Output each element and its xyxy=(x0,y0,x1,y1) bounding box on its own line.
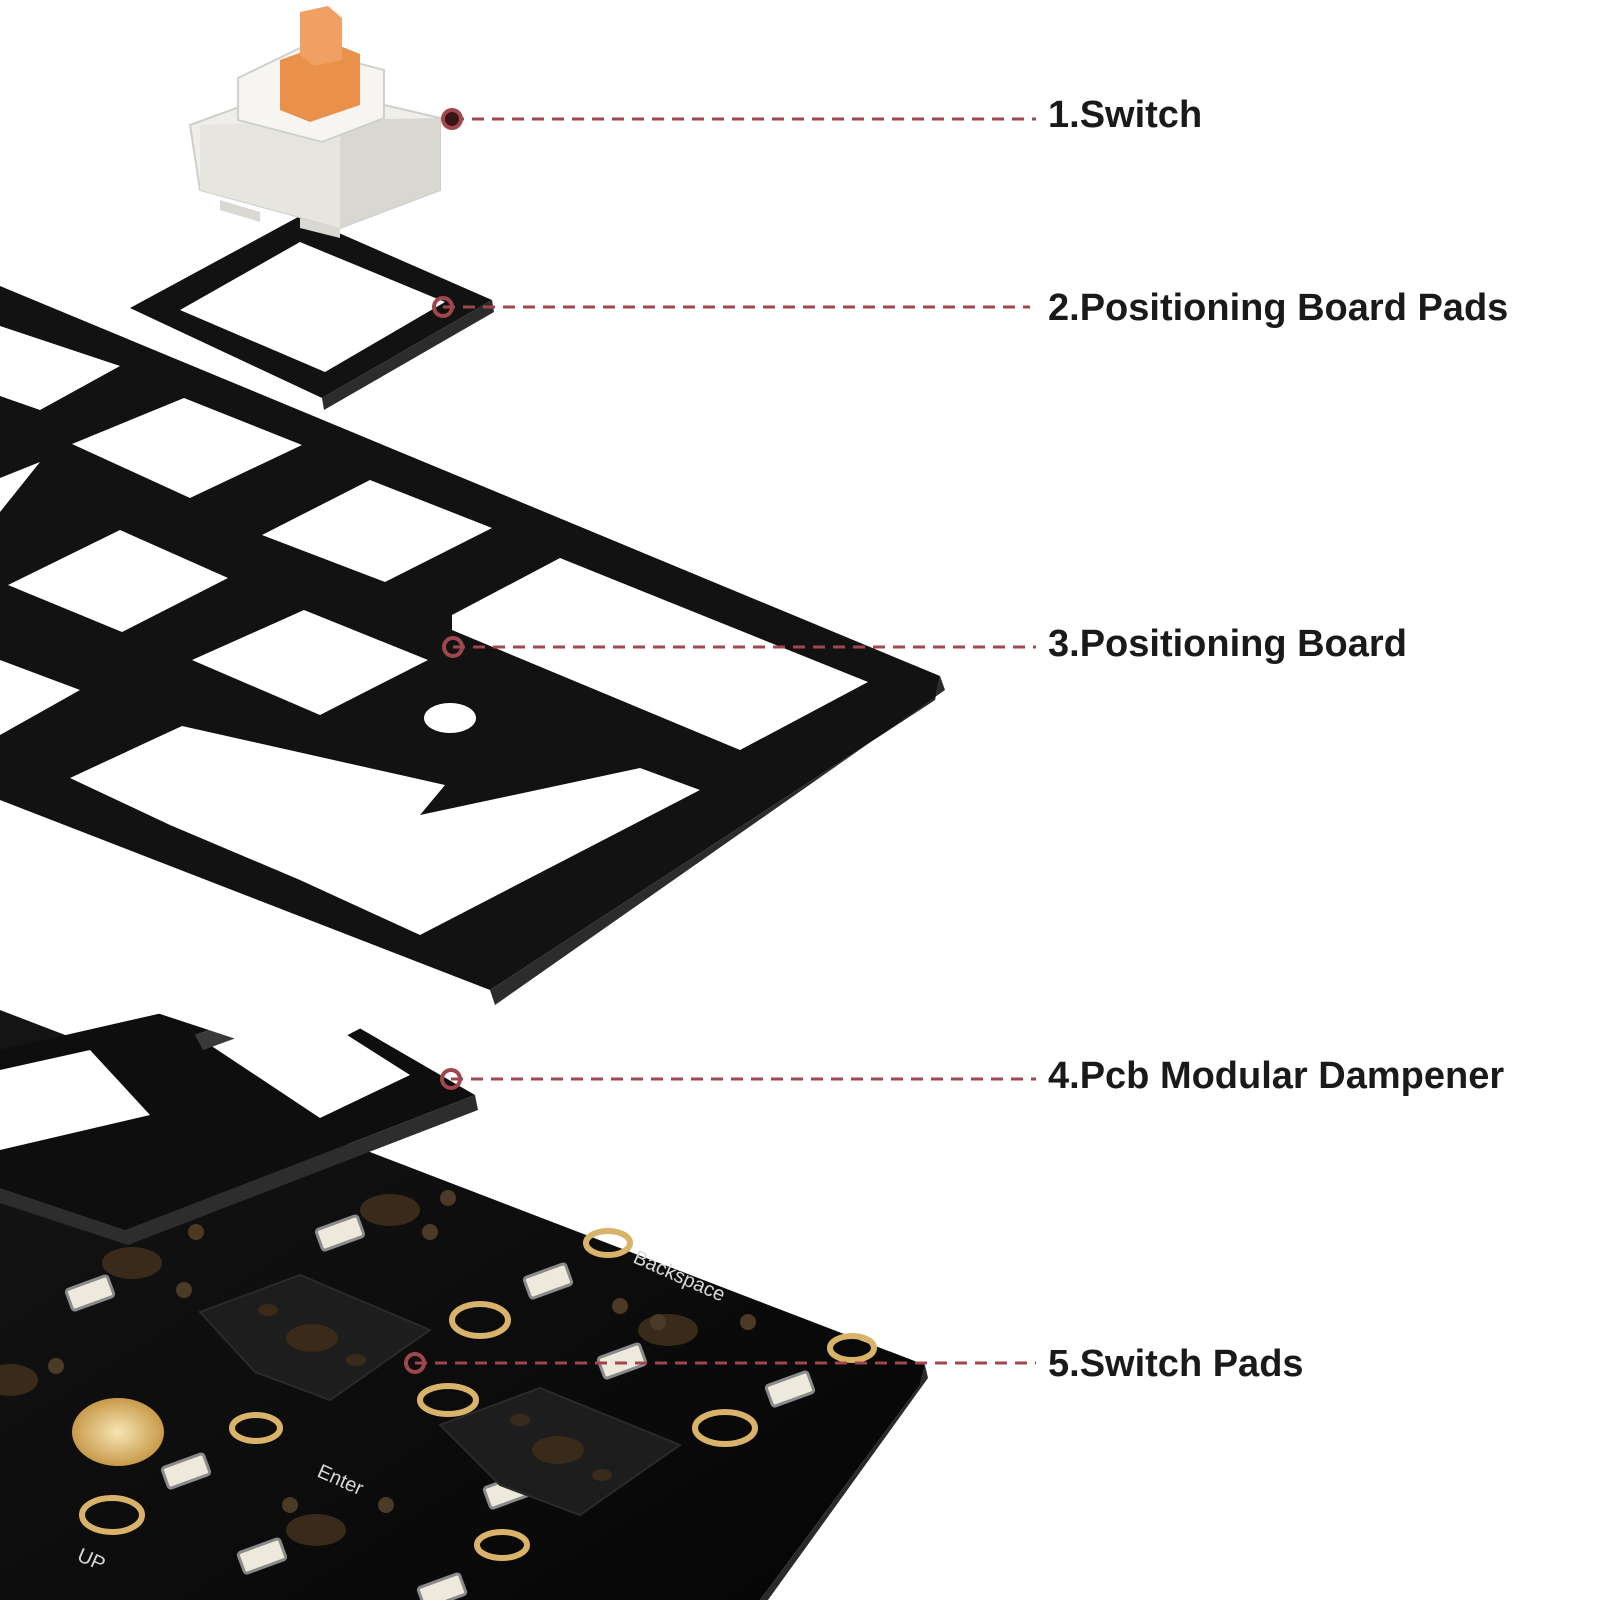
mechanical-switch xyxy=(188,6,441,238)
marker-4 xyxy=(440,1068,462,1090)
callout-label-switch: 1.Switch xyxy=(1048,94,1203,136)
positioning-board-pad xyxy=(130,216,494,410)
marker-1 xyxy=(441,108,463,130)
positioning-board-hole xyxy=(424,703,476,733)
pad-cutout xyxy=(180,242,445,372)
marker-2 xyxy=(432,296,454,318)
pcb-gold-pads xyxy=(79,1228,877,1561)
callout-markers xyxy=(404,108,464,1374)
positioning-board xyxy=(0,286,945,1060)
pcb-small-vias xyxy=(48,1190,756,1513)
marker-5 xyxy=(404,1352,426,1374)
pcb-led-windows xyxy=(64,1214,816,1605)
callout-label-switch-pads: 5.Switch Pads xyxy=(1048,1343,1304,1385)
callout-label-pcb-modular-dampener: 4.Pcb Modular Dampener xyxy=(1048,1055,1505,1097)
positioning-board-cutouts xyxy=(0,326,868,1060)
callout-label-positioning-board: 3.Positioning Board xyxy=(1048,623,1407,665)
pcb-gold-contact xyxy=(72,1398,164,1466)
callout-label-positioning-board-pads: 2.Positioning Board Pads xyxy=(1048,287,1509,329)
switch-stem xyxy=(280,42,360,122)
switch-pad-left xyxy=(198,1273,433,1402)
marker-3 xyxy=(442,636,464,658)
leader-lines xyxy=(415,117,1036,1365)
switch-pad-right xyxy=(438,1386,683,1517)
